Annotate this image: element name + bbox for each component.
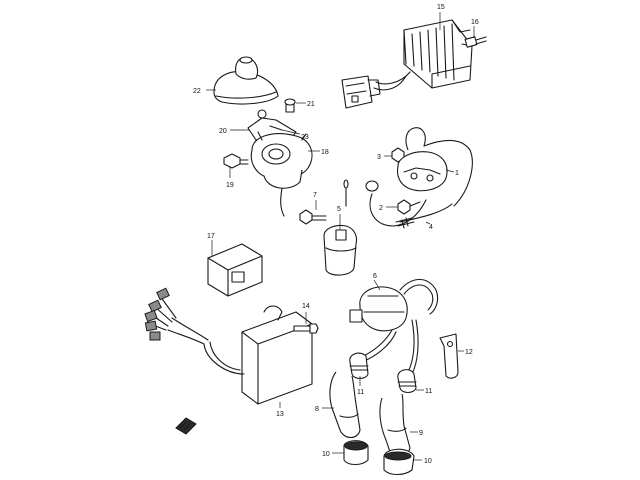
callout-15: 15 — [437, 4, 445, 11]
callout-20: 20 — [219, 128, 227, 135]
part-15-regulator — [341, 19, 473, 109]
callout-18: 18 — [321, 149, 329, 156]
part-16-bolt — [464, 36, 487, 48]
callout-7: 7 — [313, 192, 317, 199]
part-9-plug-cap — [379, 393, 411, 457]
callout-19: 19 — [226, 182, 234, 189]
callout-17: 17 — [207, 233, 215, 240]
callout-12: 12 — [465, 349, 473, 356]
callout-11b: 11 — [425, 388, 432, 395]
part-5-coil — [323, 179, 358, 276]
callout-11a: 11 — [357, 389, 364, 396]
part-14-bolt — [293, 323, 319, 334]
part-17-relay-box — [207, 243, 263, 297]
part-21-screw — [284, 98, 296, 113]
part-13-cdi-unit — [144, 287, 313, 405]
part-8-plug-cap — [329, 371, 361, 439]
part-10-cap-b — [383, 448, 415, 476]
callout-10b: 10 — [424, 458, 432, 465]
callout-21: 21 — [307, 101, 315, 108]
callout-14: 14 — [302, 303, 310, 310]
part-12-clamp — [439, 333, 459, 379]
part-2-bolt — [397, 199, 421, 215]
part-19-bolt — [223, 153, 249, 169]
callout-9: 9 — [419, 430, 423, 437]
callout-13: 13 — [276, 411, 284, 418]
callout-5: 5 — [337, 206, 341, 213]
part-22-cap — [213, 56, 279, 105]
callout-2: 2 — [379, 205, 383, 212]
part-11-boot-a — [349, 352, 369, 380]
part-11-boot-b — [397, 369, 417, 394]
callout-3: 3 — [377, 154, 381, 161]
leader-lines — [206, 12, 475, 461]
callout-23: 23 — [301, 134, 309, 141]
part-1-relay — [396, 127, 473, 223]
part-7-bolt — [299, 209, 327, 225]
callout-4: 4 — [429, 224, 433, 231]
callout-10a: 10 — [322, 451, 330, 458]
front-arrow-icon — [175, 417, 197, 435]
callouts: 15 16 22 21 20 23 18 19 3 1 2 4 7 5 6 11… — [193, 4, 479, 465]
part-4-wire — [365, 180, 427, 229]
callout-8: 8 — [315, 406, 319, 413]
part-10-cap-a — [343, 440, 369, 466]
callout-6: 6 — [373, 273, 377, 280]
part-18-switch — [250, 131, 313, 217]
callout-22: 22 — [193, 88, 201, 95]
callout-1: 1 — [455, 170, 459, 177]
callout-16: 16 — [471, 19, 479, 26]
part-6-coil — [349, 278, 439, 375]
